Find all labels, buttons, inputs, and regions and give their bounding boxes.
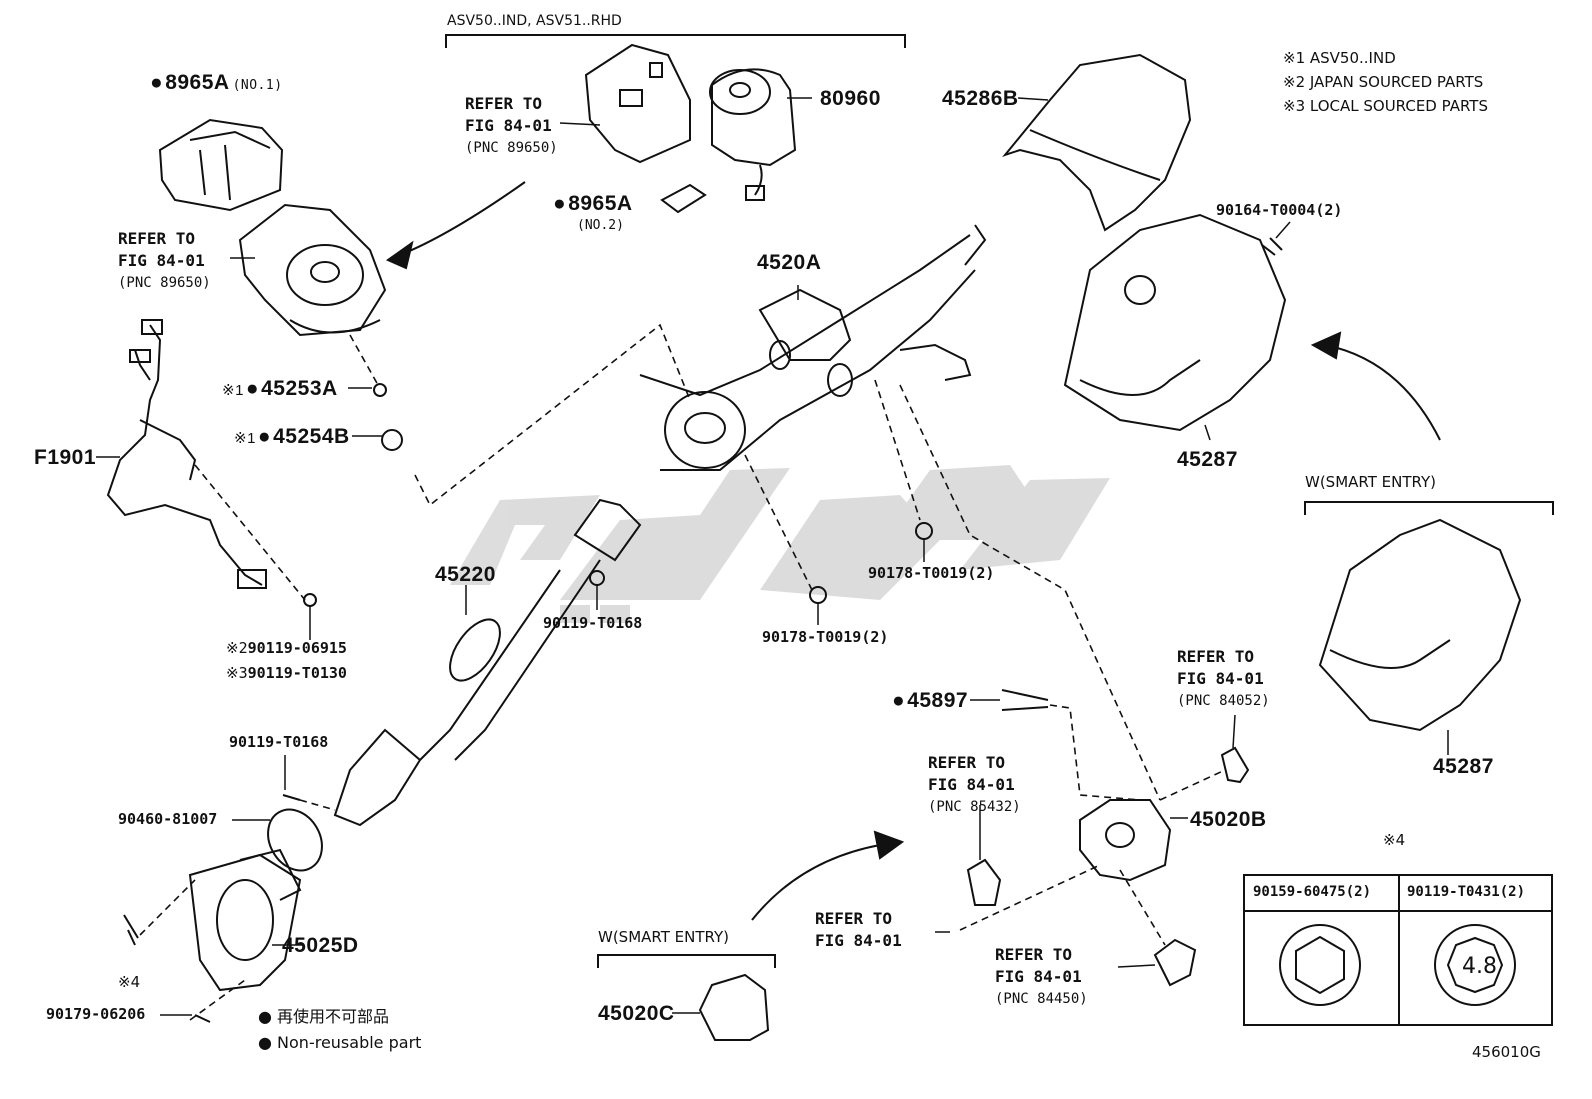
part-90119-06915: ※290119-06915 xyxy=(226,639,347,657)
nonreusable-dot-icon xyxy=(246,377,261,400)
part-45897: 45897 xyxy=(892,689,968,712)
part-8965a-no2-suffix: (NO.2) xyxy=(577,218,624,233)
part-80960: 80960 xyxy=(820,87,881,110)
part-90164-t0004: 90164-T0004(2) xyxy=(1216,201,1343,219)
refer-89650-left: REFER TO FIG 84-01 (PNC 89650) xyxy=(118,229,211,291)
table-mark-4: ※4 xyxy=(1383,831,1406,849)
refer-84052: REFER TO FIG 84-01 (PNC 84052) xyxy=(1177,647,1270,709)
graded-bolt-icon xyxy=(1434,924,1516,1006)
refer-89650-top: REFER TO FIG 84-01 (PNC 89650) xyxy=(465,94,558,156)
nonreusable-dot-icon xyxy=(553,192,568,215)
smart-entry-right-label: W(SMART ENTRY) xyxy=(1305,473,1437,491)
part-45286b: 45286B xyxy=(942,87,1019,110)
part-90119-t0130: ※390119-T0130 xyxy=(226,664,347,682)
part-45254b: ※145254B xyxy=(234,425,350,448)
part-90119-t0168-lower: 90119-T0168 xyxy=(229,733,329,751)
table-col-1: 90159-60475(2) xyxy=(1253,884,1372,900)
refer-84450: REFER TO FIG 84-01 (PNC 84450) xyxy=(995,945,1088,1007)
refer-85432: REFER TO FIG 84-01 (PNC 85432) xyxy=(928,753,1021,815)
asv-range-label: ASV50..IND, ASV51..RHD xyxy=(447,13,622,29)
nonreusable-dot-icon xyxy=(892,689,907,712)
part-45287-bottom: 45287 xyxy=(1433,755,1494,778)
note-3: ※3 LOCAL SOURCED PARTS xyxy=(1283,97,1488,115)
nonreusable-dot-icon xyxy=(150,71,165,94)
refer-84-01-small: REFER TO FIG 84-01 xyxy=(815,909,902,950)
figure-id: 456010G xyxy=(1472,1043,1541,1061)
bolt-grade-label: 4.8 xyxy=(1462,954,1497,979)
table-col-2: 90119-T0431(2) xyxy=(1407,884,1526,900)
part-90179-06206: 90179-06206 xyxy=(46,1005,146,1023)
note-2: ※2 JAPAN SOURCED PARTS xyxy=(1283,73,1484,91)
legend-japanese: ● 再使用不可部品 xyxy=(258,1007,390,1026)
note-1: ※1 ASV50..IND xyxy=(1283,49,1396,67)
smart-entry-bottom-label: W(SMART ENTRY) xyxy=(598,928,730,946)
part-90460-81007: 90460-81007 xyxy=(118,810,218,828)
part-4520a: 4520A xyxy=(757,251,822,274)
left-mark-4: ※4 xyxy=(118,973,141,991)
legend-english: ● Non-reusable part xyxy=(258,1033,422,1052)
nonreusable-dot-icon xyxy=(258,425,273,448)
leader-lines xyxy=(96,97,1449,1016)
part-45287-top: 45287 xyxy=(1177,448,1238,471)
part-90178-t0019-upper: 90178-T0019(2) xyxy=(868,564,995,582)
part-90178-t0019-lower: 90178-T0019(2) xyxy=(762,628,889,646)
part-45025d: 45025D xyxy=(282,934,359,957)
part-8965a-no1: 8965A(NO.1) xyxy=(150,71,283,94)
part-90119-t0168-upper: 90119-T0168 xyxy=(543,614,643,632)
watermark-logo xyxy=(450,465,1110,623)
fastener-table-divider xyxy=(1398,876,1400,1024)
part-f1901: F1901 xyxy=(34,446,97,469)
fastener-table: 90159-60475(2) 90119-T0431(2) 4.8 xyxy=(1243,874,1553,1026)
part-45020c: 45020C xyxy=(598,1002,675,1025)
part-45220: 45220 xyxy=(435,563,496,586)
part-45253a: ※145253A xyxy=(222,377,338,400)
hex-bolt-icon xyxy=(1279,924,1361,1006)
part-8965a-no2: 8965A xyxy=(553,192,633,215)
guide-lines xyxy=(139,323,1226,1021)
drawing-lines xyxy=(106,34,1554,1041)
part-45020b: 45020B xyxy=(1190,808,1267,831)
